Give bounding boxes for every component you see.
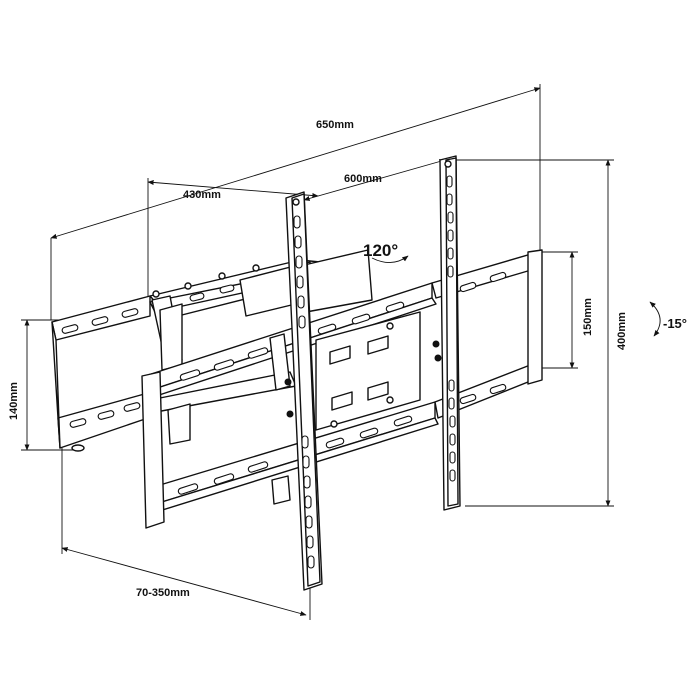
dimension-labels: 650mm 430mm 600mm 400mm 150mm 140mm 70-3…: [8, 119, 687, 599]
rotation-indicators: [371, 255, 661, 337]
wall-plate: [51, 295, 151, 452]
label-600mm: 600mm: [344, 173, 382, 185]
label-140mm: 140mm: [8, 382, 20, 420]
dimension-lines: [21, 84, 614, 620]
label-70-350mm: 70-350mm: [136, 587, 190, 599]
tv-bracket: [141, 249, 543, 529]
tilt-arrow: [649, 301, 661, 337]
label-400mm: 400mm: [616, 312, 628, 350]
swivel-arrow: [371, 255, 409, 263]
left-hinge: [269, 333, 291, 391]
label-650mm: 650mm: [316, 119, 354, 131]
arm-joint: [299, 249, 373, 313]
label-swivel-angle: 120°: [363, 241, 398, 260]
label-430mm: 430mm: [183, 189, 221, 201]
label-150mm: 150mm: [582, 298, 594, 336]
vertical-straps: [284, 155, 461, 591]
dim-430-line: [147, 179, 319, 199]
dim-600-line: [303, 159, 446, 201]
wall-plate-foot: [71, 444, 85, 452]
dim-distance-line: [61, 547, 307, 616]
swing-arms: [149, 249, 373, 445]
wall-plate-edge: [51, 321, 61, 449]
wall-plate-bottom-face: [57, 392, 149, 449]
bracket-right-end: [527, 249, 543, 385]
dim-650-line: [50, 87, 541, 239]
bracket-left-end: [141, 371, 165, 529]
lower-arm-post: [167, 403, 191, 445]
label-tilt-angle: -15°: [663, 316, 687, 331]
